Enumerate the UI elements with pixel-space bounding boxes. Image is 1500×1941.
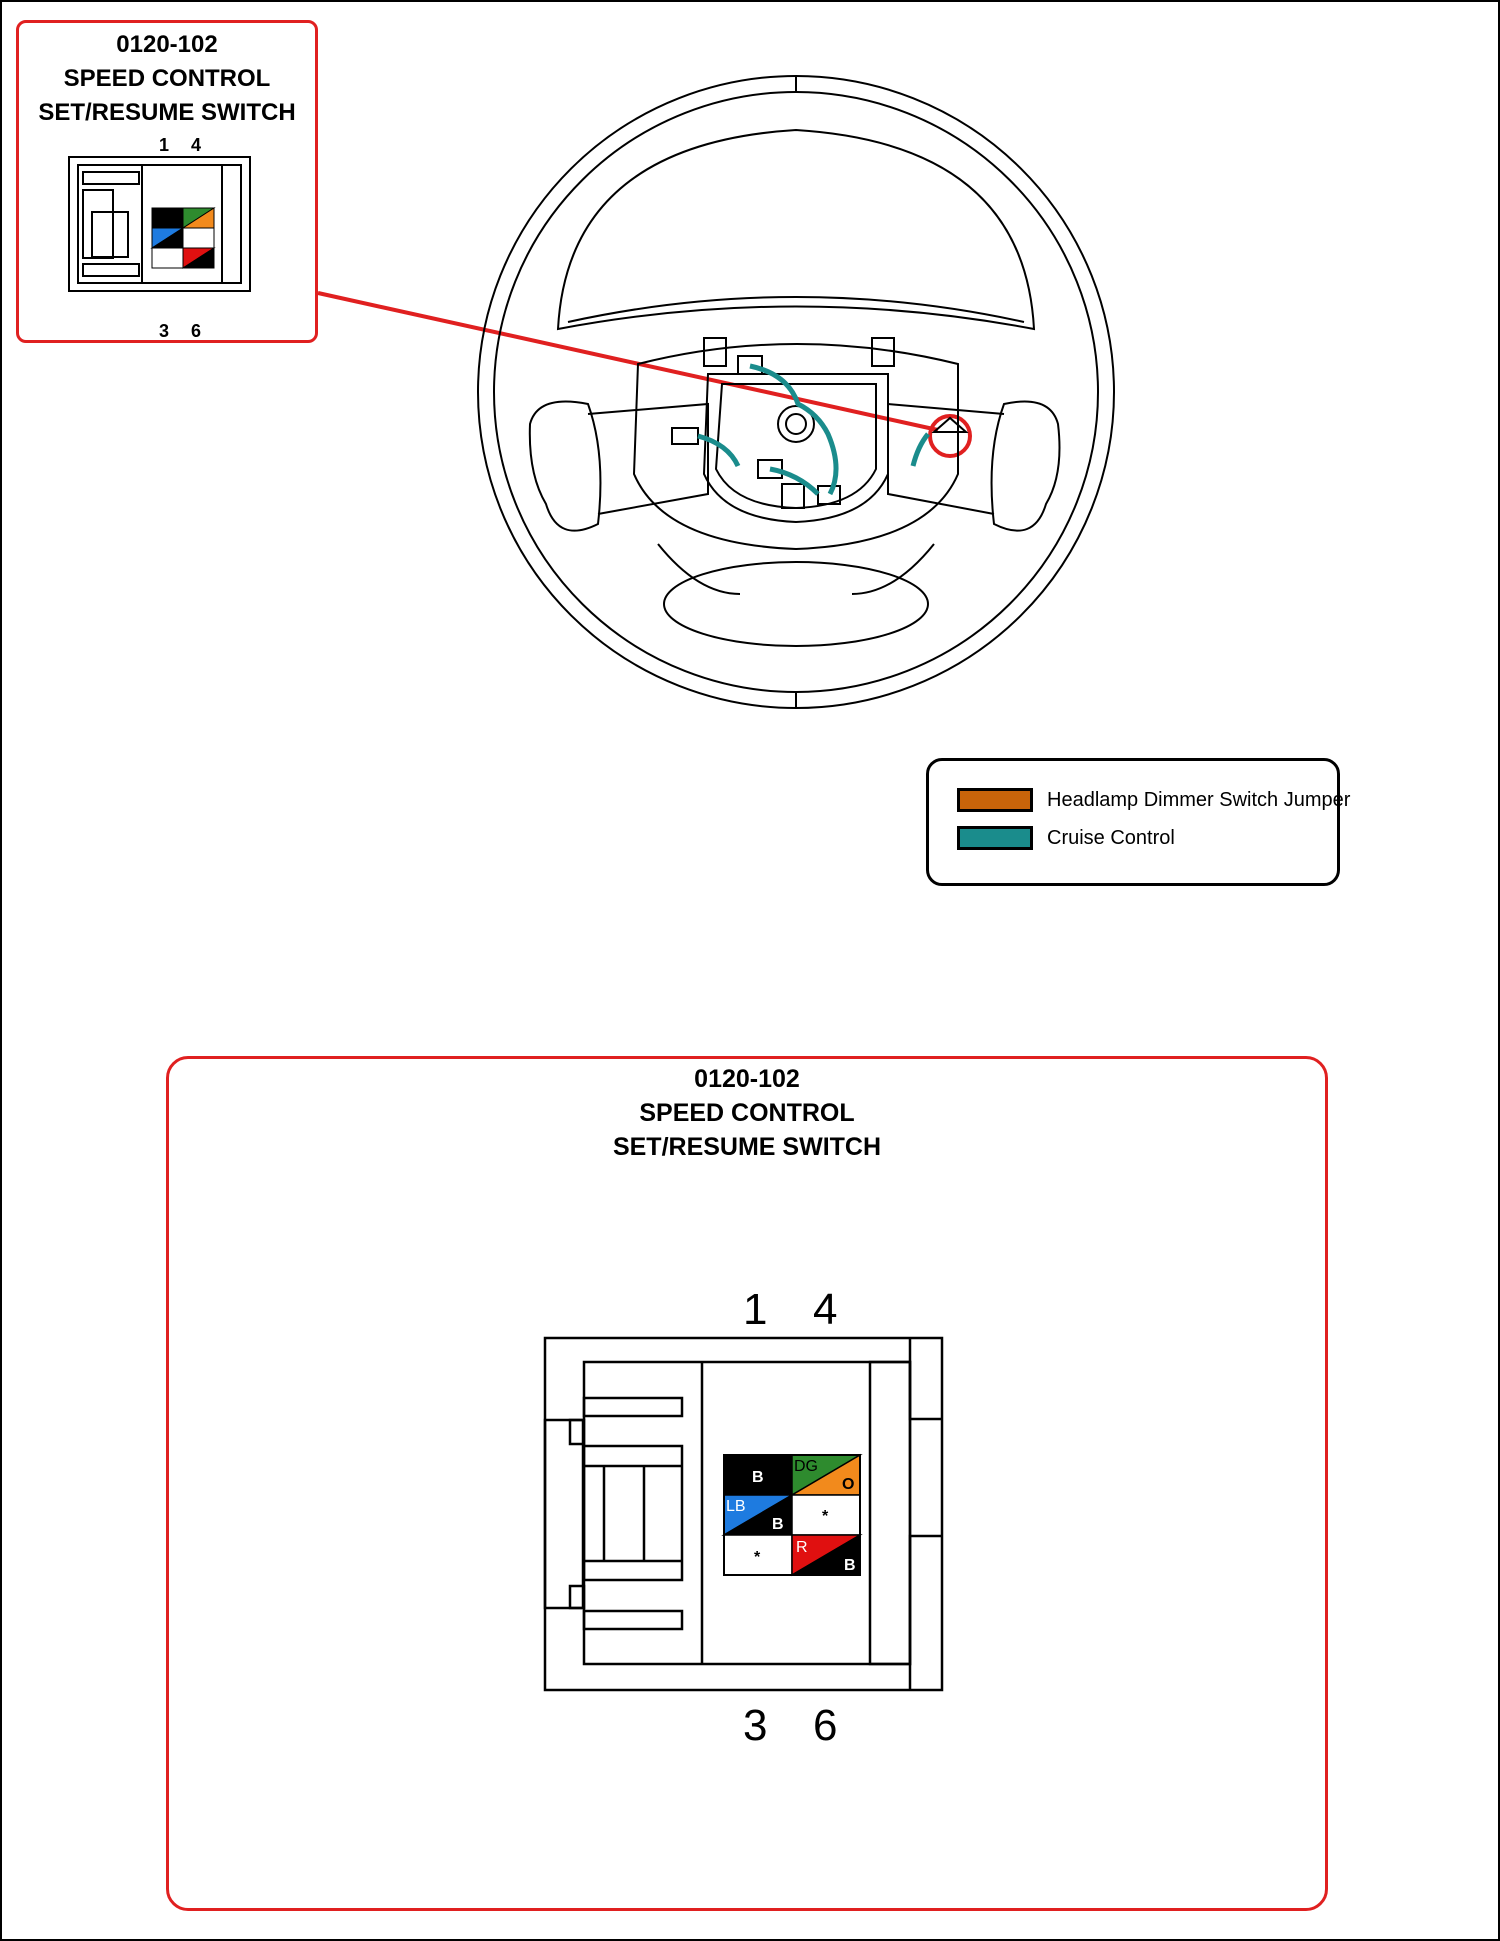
pin-label-3-large: 3 — [743, 1701, 768, 1750]
connector-name-line2-small: SET/RESUME SWITCH — [38, 99, 296, 126]
legend-label-cruise: Cruise Control — [1047, 826, 1175, 849]
cavity-6-label: R — [796, 1539, 808, 1556]
connector-id-small: 0120-102 — [116, 31, 218, 58]
connector-callout-large: 0120-102 SPEED CONTROL SET/RESUME SWITCH… — [166, 1056, 1328, 1911]
pin-label-4-small: 4 — [191, 135, 202, 155]
legend-item-headlamp: Headlamp Dimmer Switch Jumper — [957, 785, 1350, 815]
pin-label-6-large: 6 — [813, 1701, 838, 1750]
legend-item-cruise: Cruise Control — [957, 823, 1175, 853]
cavity-5-label: * — [822, 1508, 829, 1525]
connector-callout-small: 0120-102 SPEED CONTROL SET/RESUME SWITCH… — [16, 20, 318, 343]
cruise-control-wires — [697, 363, 930, 496]
connector-id-large: 0120-102 — [694, 1065, 800, 1093]
connector-face-large: B DG O LB B * * R B — [543, 1336, 944, 1692]
wire-legend: Headlamp Dimmer Switch Jumper Cruise Con… — [926, 758, 1350, 886]
cavity-4-label2: O — [842, 1476, 854, 1493]
connector-face-small — [68, 156, 251, 292]
pin-label-4-large: 4 — [813, 1285, 838, 1334]
connector-name-line2-large: SET/RESUME SWITCH — [612, 1133, 882, 1161]
connector-name-line1-small: SPEED CONTROL — [63, 65, 271, 92]
connector-name-line1-large: SPEED CONTROL — [639, 1099, 855, 1127]
legend-swatch-cruise — [957, 826, 1033, 850]
cavity-6-label2: B — [844, 1557, 856, 1574]
cavity-4-label: DG — [794, 1458, 818, 1475]
pin-label-6-small: 6 — [191, 321, 202, 341]
cavity-3-label: * — [754, 1549, 761, 1566]
steering-wheel-illustration — [477, 75, 1115, 709]
pin-label-1-small: 1 — [159, 135, 170, 155]
pin-label-3-small: 3 — [159, 321, 170, 341]
legend-label-headlamp: Headlamp Dimmer Switch Jumper — [1047, 788, 1351, 811]
cavity-grid — [721, 1453, 863, 1577]
legend-swatch-headlamp — [957, 788, 1033, 812]
cavity-2-label2: B — [772, 1516, 784, 1533]
cavity-1-label: B — [752, 1469, 764, 1486]
cavity-2-label: LB — [726, 1498, 746, 1515]
pin-label-1-large: 1 — [743, 1285, 768, 1334]
